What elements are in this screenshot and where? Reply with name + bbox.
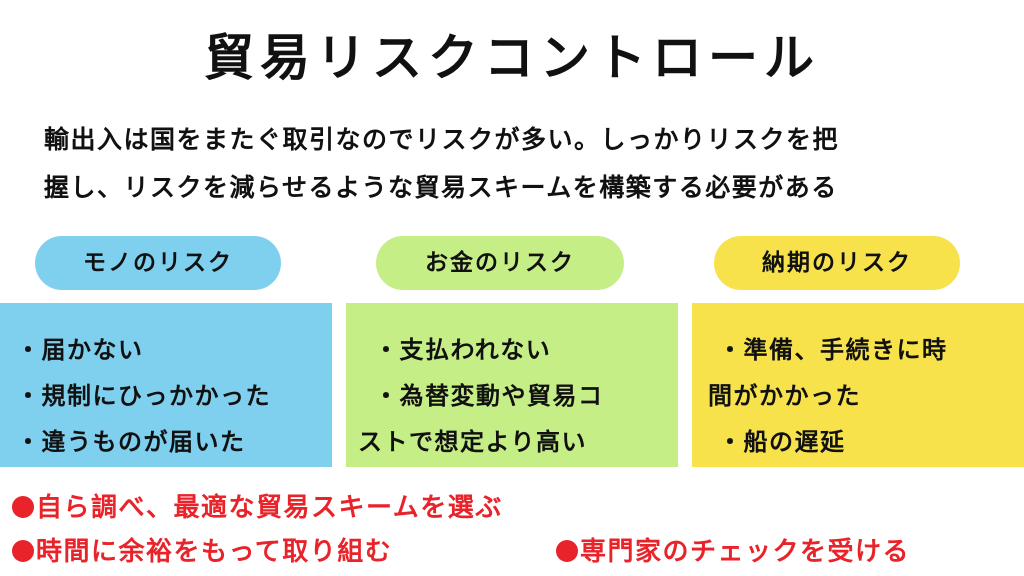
delivery-risk-box: ・準備、手続きに時 間がかかった ・船の遅延 xyxy=(692,303,1024,467)
red-bullet-icon xyxy=(12,496,34,518)
goods-risk-item: ・届かない xyxy=(16,336,144,364)
money-risk-box: ・支払われない ・為替変動や貿易コ ストで想定より高い xyxy=(346,303,678,467)
delivery-risk-label: 納期のリスク xyxy=(714,236,960,290)
money-risk-label: お金のリスク xyxy=(376,236,624,290)
goods-risk-item: ・違うものが届いた xyxy=(16,428,246,456)
intro-line-1: 輸出入は国をまたぐ取引なのでリスクが多い。しっかりリスクを把 xyxy=(44,125,840,154)
money-risk-item: ・為替変動や貿易コ xyxy=(374,382,604,410)
intro-line-2: 握し、リスクを減らせるような貿易スキームを構築する必要がある xyxy=(44,173,838,202)
intro-text: 輸出入は国をまたぐ取引なのでリスクが多い。しっかりリスクを把 握し、リスクを減ら… xyxy=(44,116,994,212)
money-risk-item: ストで想定より高い xyxy=(358,428,588,456)
action-expert-check: 専門家のチェックを受ける xyxy=(556,532,910,572)
action-self-research: 自ら調べ、最適な貿易スキームを選ぶ xyxy=(12,488,503,528)
goods-risk-item: ・規制にひっかかった xyxy=(16,382,271,410)
page-title: 貿易リスクコントロール xyxy=(204,29,820,87)
red-bullet-icon xyxy=(556,540,578,562)
delivery-risk-item: ・船の遅延 xyxy=(718,428,846,456)
delivery-risk-item: ・準備、手続きに時 xyxy=(718,336,948,364)
action-time-margin: 時間に余裕をもって取り組む xyxy=(12,532,392,572)
delivery-risk-item: 間がかかった xyxy=(708,382,861,410)
goods-risk-box: ・届かない ・規制にひっかかった ・違うものが届いた xyxy=(0,303,332,467)
money-risk-item: ・支払われない xyxy=(374,336,552,364)
red-bullet-icon xyxy=(12,540,34,562)
goods-risk-label: モノのリスク xyxy=(35,236,281,290)
